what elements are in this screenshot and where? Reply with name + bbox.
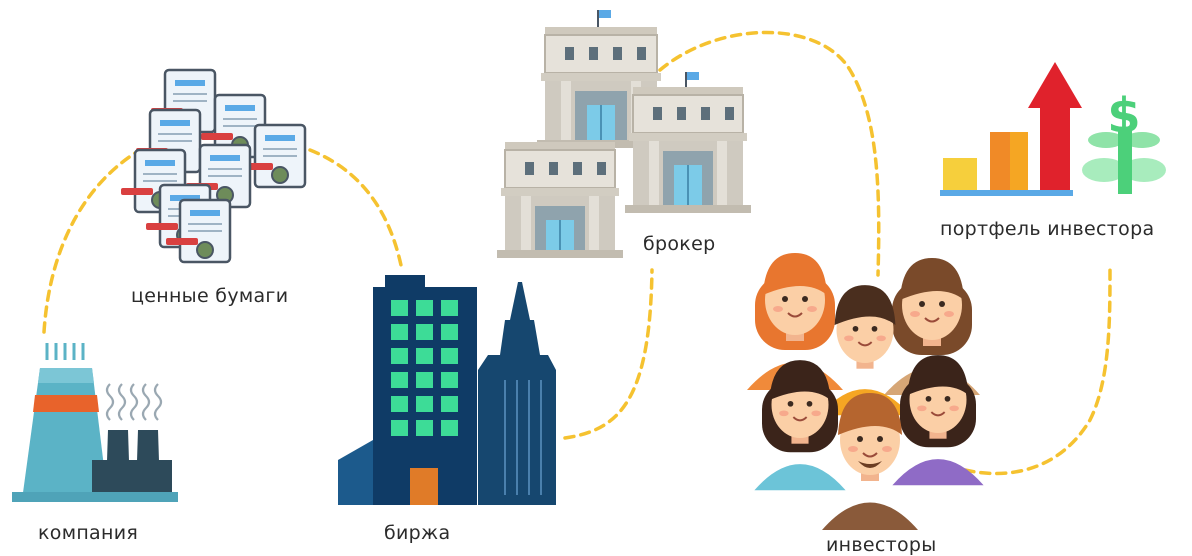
connector-company-securities <box>42 148 142 334</box>
connector-lines <box>42 30 1112 476</box>
investor-avatar <box>892 355 984 486</box>
tower-window <box>416 396 433 412</box>
tower-window <box>441 324 458 340</box>
broker-buildings-icon <box>497 10 751 258</box>
label-portfolio: портфель инвестора <box>940 218 1155 240</box>
investor-avatar <box>884 258 980 395</box>
tower-window <box>391 372 408 388</box>
tower-window <box>391 396 408 412</box>
tower-window <box>441 348 458 364</box>
tower-window <box>441 372 458 388</box>
securities-documents-icon <box>121 68 307 264</box>
connector-exchange-broker <box>563 268 654 440</box>
tower-window <box>416 372 433 388</box>
investor-avatar <box>822 393 918 530</box>
tower-window <box>416 324 433 340</box>
tower-window <box>416 348 433 364</box>
factory-icon <box>12 343 178 502</box>
tower-window <box>391 348 408 364</box>
tower-window <box>391 420 408 436</box>
investor-avatar <box>754 360 846 491</box>
tower-window <box>441 396 458 412</box>
label-investors: инвесторы <box>826 534 937 556</box>
tower-window <box>416 420 433 436</box>
investors-group-icon <box>747 253 984 530</box>
label-securities: ценные бумаги <box>131 285 289 307</box>
tower-window <box>416 300 433 316</box>
document-icon <box>166 198 232 264</box>
portfolio-chart-icon: $ <box>940 62 1166 196</box>
connector-securities-exchange <box>308 148 404 272</box>
label-exchange: биржа <box>384 522 451 544</box>
connector-investors-portfolio <box>963 266 1112 476</box>
tower-window <box>391 300 408 316</box>
label-company: компания <box>38 522 139 544</box>
broker-building-right <box>625 72 751 213</box>
exchange-windows <box>391 300 458 436</box>
exchange-buildings-icon <box>338 275 556 505</box>
dollar-sign: $ <box>1107 88 1140 144</box>
connector-broker-investors <box>658 30 881 277</box>
label-broker: брокер <box>643 233 716 255</box>
tower-window <box>391 324 408 340</box>
tower-window <box>441 420 458 436</box>
tower-window <box>441 300 458 316</box>
broker-building-front <box>497 142 623 258</box>
